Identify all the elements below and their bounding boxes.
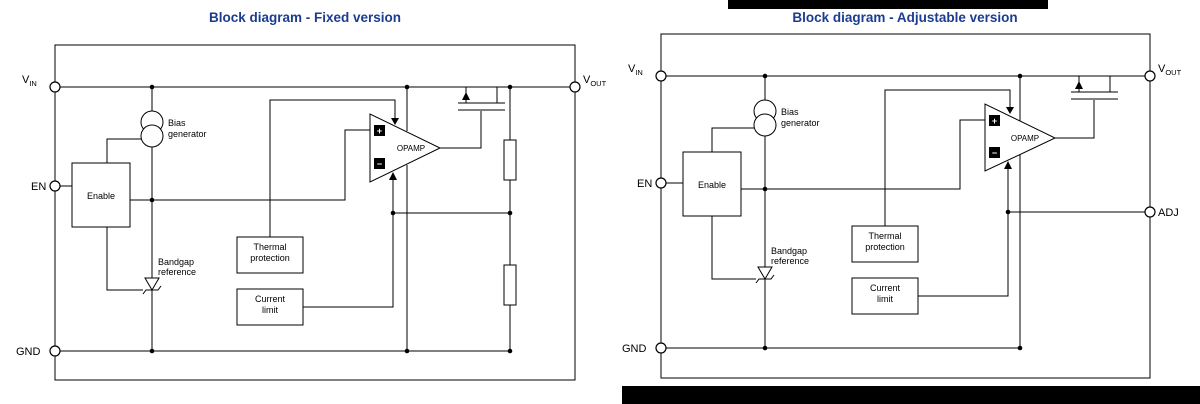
current-label-line1: Current — [255, 294, 286, 304]
scan-artifact-bar-bottom — [622, 386, 1200, 404]
pin-terminals-adjustable — [655, 70, 1156, 354]
opamp-minus-input-icon — [989, 147, 1000, 158]
diagram-title-adjustable: Block diagram - Adjustable version — [792, 10, 1017, 25]
current-limit-block — [236, 288, 304, 326]
thermal-protection-block — [236, 236, 304, 274]
pin-vout-fixed — [569, 81, 581, 93]
junction-dots-fixed — [149, 84, 513, 354]
bias-label-line1: Bias — [168, 118, 186, 128]
pin-terminals-fixed — [49, 81, 581, 357]
opamp-plus-input-icon — [374, 125, 385, 136]
bias-current-source-icon — [753, 99, 777, 137]
bias-label-line1: Bias — [781, 107, 799, 117]
bias-label-line2: generator — [168, 129, 207, 139]
thermal-label-line1: Thermal — [868, 231, 901, 241]
pin-label-vout-fixed: VOUT — [583, 74, 607, 88]
opamp-label: OPAMP — [397, 144, 425, 153]
arrow-into-opamp-minus-icon — [389, 172, 397, 180]
bandgap-label-line1: Bandgap — [158, 257, 194, 267]
opamp-plus-glyph: + — [992, 116, 997, 126]
ic-boundary-adjustable — [660, 33, 1151, 379]
opamp-plus-input-icon — [989, 115, 1000, 126]
arrow-into-opamp-plus-icon — [391, 118, 399, 125]
pin-en-fixed — [49, 180, 61, 192]
thermal-protection-block — [851, 225, 919, 263]
bias-label-line2: generator — [781, 118, 820, 128]
pin-vin-fixed — [49, 81, 61, 93]
bandgap-label-line2: reference — [158, 267, 196, 277]
bandgap-label-line1: Bandgap — [771, 246, 807, 256]
feedback-resistor-top — [503, 139, 517, 181]
arrow-into-opamp-minus-icon — [1004, 161, 1012, 169]
junction-dots-adjustable — [762, 73, 1023, 351]
enable-label: Enable — [698, 180, 726, 190]
pin-label-gnd-fixed: GND — [16, 346, 41, 358]
bandgap-zener-icon — [142, 277, 162, 295]
pin-label-en-fixed: EN — [31, 181, 46, 193]
opamp-symbol: + − OPAMP — [369, 113, 442, 183]
enable-block — [71, 162, 131, 228]
pin-vin-adjustable — [655, 70, 667, 82]
enable-block — [682, 151, 742, 217]
opamp-minus-input-icon — [374, 158, 385, 169]
pin-label-vin-adjustable: VIN — [628, 63, 643, 77]
scan-artifact-bar-top — [728, 0, 1048, 9]
pin-label-gnd-adjustable: GND — [622, 343, 647, 355]
pin-label-vout-adjustable: VOUT — [1158, 63, 1182, 77]
pin-gnd-fixed — [49, 345, 61, 357]
opamp-minus-glyph: − — [992, 148, 997, 158]
thermal-label-line2: protection — [865, 242, 905, 252]
pin-en-adjustable — [655, 177, 667, 189]
pin-label-en-adjustable: EN — [637, 178, 652, 190]
current-label-line2: limit — [262, 305, 278, 315]
bandgap-zener-icon — [755, 266, 775, 284]
pin-adj-adjustable — [1144, 206, 1156, 218]
feedback-resistor-bottom — [503, 264, 517, 306]
pin-vout-adjustable — [1144, 70, 1156, 82]
pass-transistor-arrow-icon — [462, 92, 470, 100]
opamp-minus-glyph: − — [377, 159, 382, 169]
diagram-fixed-version: Block diagram - Fixed version — [16, 10, 607, 381]
current-label-line1: Current — [870, 283, 901, 293]
current-label-line2: limit — [877, 294, 893, 304]
opamp-plus-glyph: + — [377, 126, 382, 136]
diagram-title-fixed: Block diagram - Fixed version — [209, 10, 401, 25]
enable-label: Enable — [87, 191, 115, 201]
opamp-label: OPAMP — [1011, 134, 1039, 143]
arrow-into-opamp-plus-icon — [1006, 107, 1014, 114]
pin-label-adj-adjustable: ADJ — [1158, 207, 1179, 219]
bandgap-label-line2: reference — [771, 256, 809, 266]
bias-current-source-icon — [140, 110, 164, 148]
diagram-adjustable-version: Block diagram - Adjustable version — [622, 10, 1182, 379]
pin-gnd-adjustable — [655, 342, 667, 354]
opamp-symbol: + − OPAMP — [984, 103, 1057, 172]
current-limit-block — [851, 277, 919, 315]
pin-label-vin-fixed: VIN — [22, 74, 37, 88]
thermal-label-line2: protection — [250, 253, 290, 263]
thermal-label-line1: Thermal — [253, 242, 286, 252]
pass-transistor-arrow-icon — [1075, 81, 1083, 89]
